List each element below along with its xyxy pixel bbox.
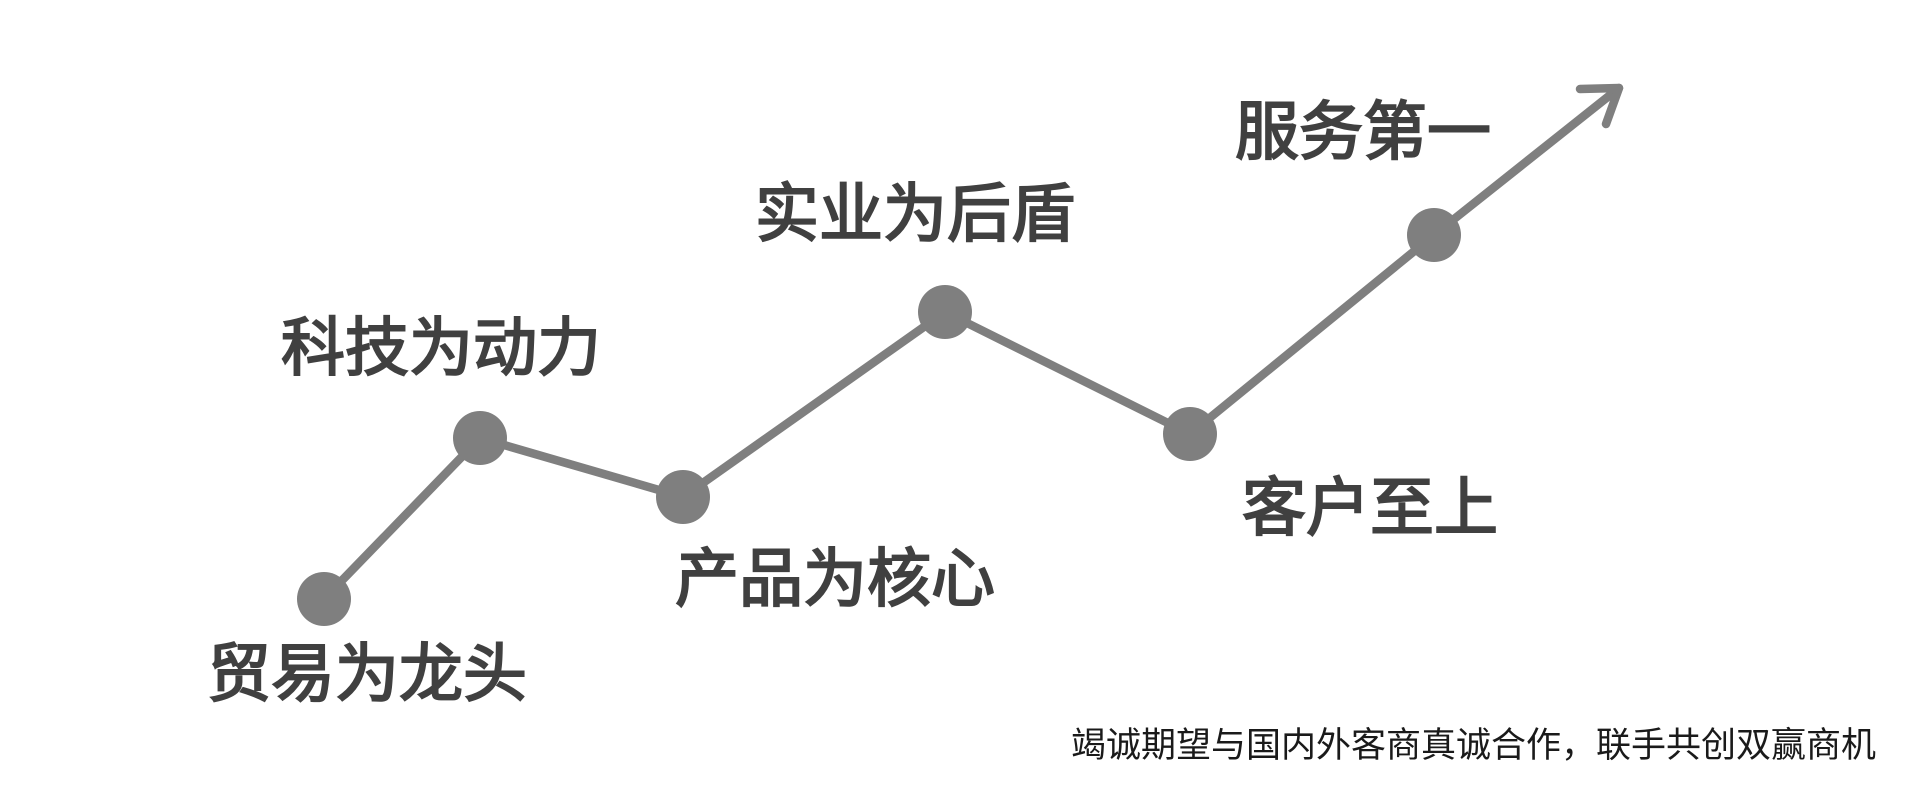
step-node-1 — [297, 572, 351, 626]
tagline: 竭诚期望与国内外客商真诚合作，联手共创双赢商机 — [1071, 726, 1876, 766]
step-node-5 — [1163, 407, 1217, 461]
arrow-head — [1575, 83, 1624, 129]
step-label-4: 实业为后盾 — [755, 178, 1075, 252]
step-label-5: 客户至上 — [1242, 472, 1498, 546]
step-label-2: 科技为动力 — [281, 312, 601, 386]
step-node-6 — [1407, 208, 1461, 262]
step-node-3 — [656, 470, 710, 524]
step-label-6: 服务第一 — [1235, 96, 1491, 170]
step-label-1: 贸易为龙头 — [207, 638, 527, 712]
step-label-3: 产品为核心 — [675, 543, 995, 617]
step-node-4 — [918, 285, 972, 339]
step-node-2 — [453, 411, 507, 465]
